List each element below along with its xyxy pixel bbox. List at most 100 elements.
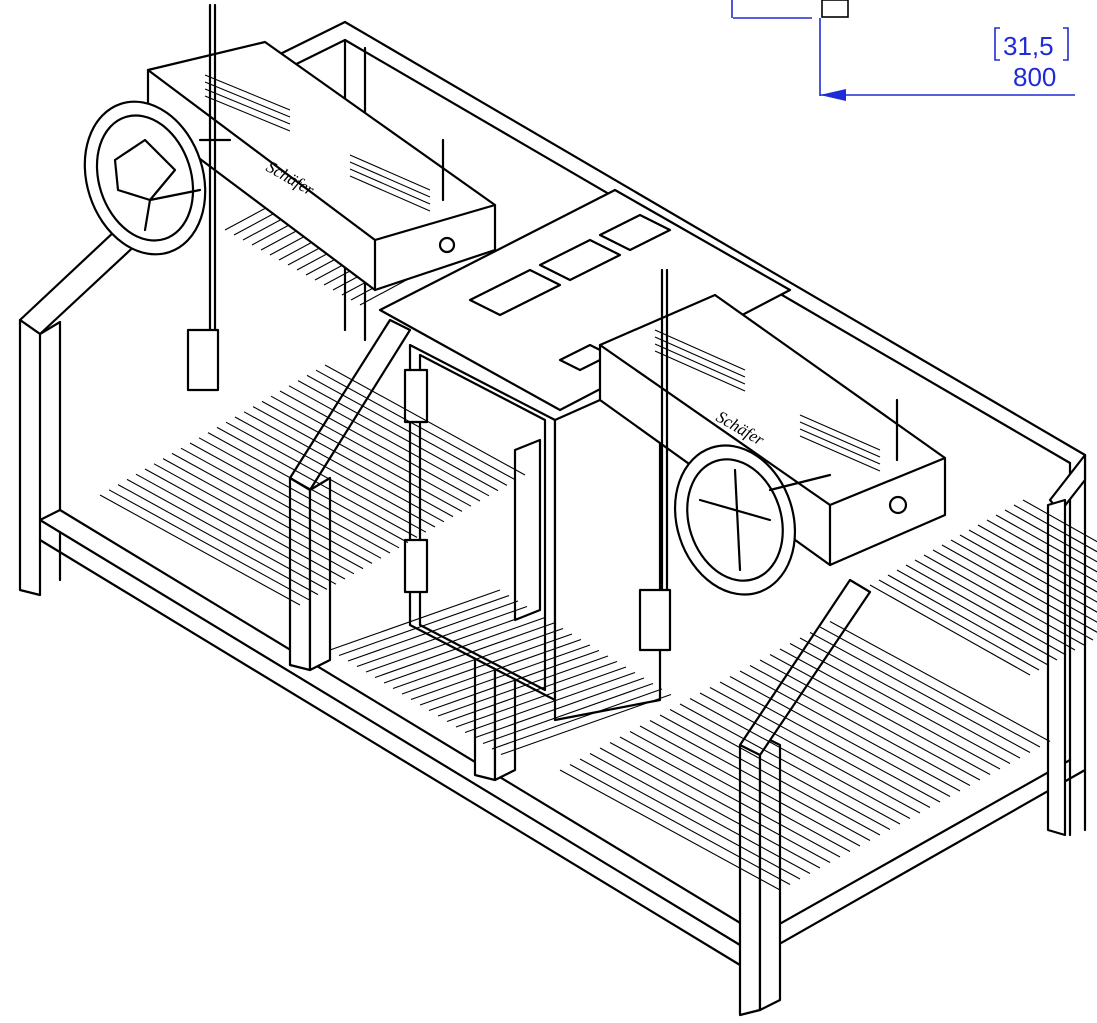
frame-left-leg-front [18,318,42,597]
grate-bar [609,742,831,863]
frame-right-leg-front [1046,498,1067,837]
grate-bar [180,447,382,559]
frame-bottom-rail-right [758,758,1072,937]
grate-bar [739,670,961,792]
dimension-box [821,0,849,18]
grate-bar [914,559,1076,651]
grate-bar [659,714,881,836]
grate-bar [279,390,481,502]
frame-front-leg-right [738,733,762,1017]
frame-front-leg-right-side [758,733,782,1012]
dimension-metric: 800 [1013,62,1056,92]
grate-bar [234,416,436,528]
grate-bar [878,579,1040,671]
grate-bar [977,524,1097,593]
left-knob-icon[interactable] [438,236,456,254]
grate-bar [135,473,337,585]
dimension-arrow-icon [820,89,846,101]
grate-bar [383,622,555,684]
dimension-imperial: 31,5 [1003,31,1054,61]
left-handwheel-icon[interactable] [66,86,225,270]
grate-bar [401,633,573,695]
frame-left-leg-side [38,320,62,582]
grate-bar [189,442,391,554]
grate-bar [198,437,400,549]
plate-cutout-1 [468,268,562,317]
grate-bar [699,692,921,814]
grate-bar [252,406,454,518]
grate-bar [324,364,526,476]
grate-bar [437,655,609,717]
grate-bar [446,660,618,723]
grate-bar [869,584,1031,676]
grate-bar [365,611,537,673]
grate-bar [162,458,364,570]
grate-bar [579,758,801,880]
grate-bar [619,736,841,858]
cabinet-door-inner [418,353,547,692]
grate-bar [338,594,510,657]
dimension-annotation: 31,5 800 [731,0,1075,101]
grate-bar [207,432,409,544]
grate-bar [829,621,1051,742]
grate-bar [950,539,1097,623]
right-knob-icon[interactable] [888,495,908,515]
grate-bar [374,616,546,679]
grate-bar [629,731,851,852]
door-hinge-bottom-icon [403,538,429,594]
right-handwheel-icon[interactable] [656,430,813,610]
grate-bar [923,554,1085,646]
right-shaft [768,473,832,492]
grate-bar [968,529,1097,603]
grate-right-upper [869,499,1097,676]
divider-left-diagonal [288,318,412,492]
top-plate [378,188,792,412]
grate-bar [749,665,971,786]
grate-bar [315,369,517,481]
grate-bar [887,574,1049,666]
grate-bar [1004,509,1097,563]
grate-bar [171,452,373,564]
door-hinge-top-icon [403,368,429,424]
grate-bar [729,676,951,797]
grate-bar [473,677,645,739]
grate-bar [759,659,981,781]
grate-bar [649,720,871,841]
grate-bar [1022,499,1097,543]
left-handwheel-hub [113,138,177,202]
grate-bar [789,643,1011,764]
grate-bar [639,725,861,847]
grate-bar [126,478,328,590]
grate-bar [1013,504,1097,553]
left-drive-unit: Schäfer [66,3,497,392]
grate-bar [589,753,811,874]
divider-left-post-side [308,476,332,672]
grate-bar [306,374,508,486]
grate-bar [779,648,1001,770]
grate-bar [144,468,346,580]
grate-bar [243,411,445,523]
right-drive-unit: Schäfer [598,268,947,652]
cabinet-side [553,398,662,722]
frame-bottom-rail-right-lower [758,768,1087,957]
center-cabinet [403,343,662,722]
grate-bar [905,564,1067,656]
grate-bar [799,637,1021,759]
grate-bar [356,605,528,668]
grate-bar [297,380,499,492]
right-gearbox-housing [598,293,947,567]
plate-cutout-3 [598,213,672,252]
grate-bar [679,703,901,825]
grate-bar [819,626,1041,748]
grate-bar [941,544,1097,633]
grate-bar [225,421,427,533]
grate-bar [719,681,941,803]
grate-bar [270,395,472,507]
grate-bar [896,569,1058,661]
grate-bar [559,769,781,891]
grate-bar [932,549,1094,641]
grate-bar [108,489,310,601]
frame-top-rail-back [266,20,1087,457]
